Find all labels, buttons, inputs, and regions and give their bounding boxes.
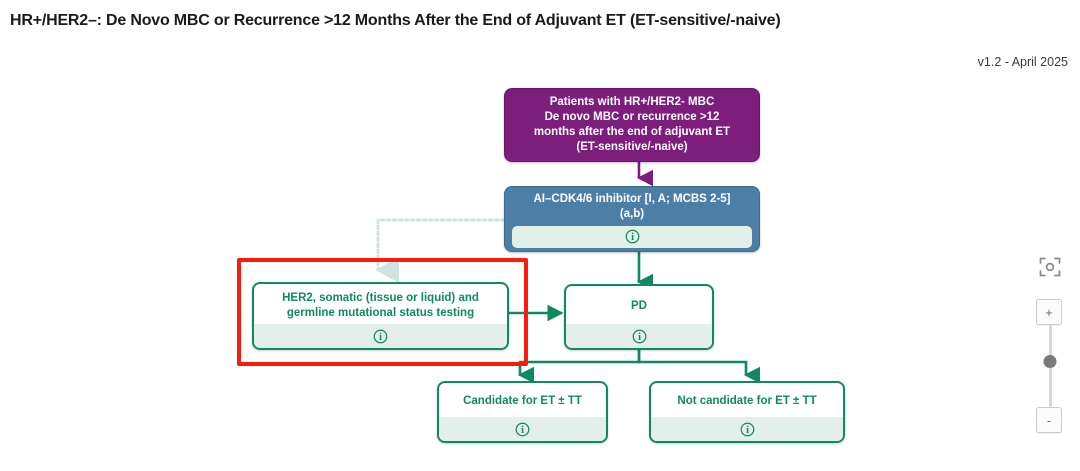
node-patients-label: Patients with HR+/HER2- MBC De novo MBC …	[533, 95, 731, 154]
flowchart-canvas[interactable]: Patients with HR+/HER2- MBC De novo MBC …	[0, 72, 1080, 471]
connector-layer	[375, 162, 761, 384]
svg-text:i: i	[638, 331, 641, 342]
node-patients[interactable]: Patients with HR+/HER2- MBC De novo MBC …	[504, 88, 760, 162]
svg-text:i: i	[631, 232, 634, 243]
info-circle-icon: i	[515, 422, 530, 436]
node-ai-cdk46-inhibitor-label: AI–CDK4/6 inhibitor [I, A; MCBS 2-5] (a,…	[533, 193, 731, 220]
svg-text:i: i	[521, 424, 524, 435]
svg-text:i: i	[746, 424, 749, 435]
info-button-not-candidate[interactable]: i	[651, 417, 843, 441]
node-her2-mutational-testing-label: HER2, somatic (tissue or liquid) and ger…	[282, 291, 479, 319]
zoom-slider-track[interactable]	[1043, 325, 1057, 407]
node-pd-label: PD	[631, 300, 647, 313]
zoom-in-button[interactable]: +	[1036, 299, 1062, 325]
zoom-out-button[interactable]: -	[1036, 407, 1062, 433]
node-pd[interactable]: PD i	[564, 284, 714, 350]
node-ai-cdk46-inhibitor[interactable]: AI–CDK4/6 inhibitor [I, A; MCBS 2-5] (a,…	[504, 186, 760, 252]
zoom-slider[interactable]: + -	[1036, 299, 1064, 433]
svg-text:i: i	[379, 331, 382, 342]
node-not-candidate-for-et-tt-label: Not candidate for ET ± TT	[677, 395, 817, 408]
info-button-pd[interactable]: i	[566, 324, 712, 348]
zoom-slider-handle[interactable]	[1043, 355, 1057, 368]
selection-highlight-testing	[237, 258, 528, 366]
info-button-candidate[interactable]: i	[439, 417, 606, 441]
info-button-testing[interactable]: i	[254, 324, 507, 348]
fit-to-screen-button[interactable]	[1038, 255, 1062, 279]
node-candidate-for-et-tt-label: Candidate for ET ± TT	[463, 395, 582, 408]
node-her2-mutational-testing[interactable]: HER2, somatic (tissue or liquid) and ger…	[252, 282, 509, 350]
info-button-treatment[interactable]: i	[512, 225, 752, 248]
info-circle-icon: i	[740, 422, 754, 436]
zoom-controls[interactable]: + -	[1034, 255, 1066, 433]
node-candidate-for-et-tt[interactable]: Candidate for ET ± TT i	[437, 381, 608, 443]
version-label: v1.2 - April 2025	[977, 55, 1068, 69]
info-circle-icon: i	[373, 329, 388, 343]
info-circle-icon: i	[632, 329, 646, 343]
info-circle-icon: i	[625, 229, 639, 244]
page-title: HR+/HER2–: De Novo MBC or Recurrence >12…	[10, 12, 781, 29]
fit-to-screen-icon	[1039, 257, 1061, 277]
node-not-candidate-for-et-tt[interactable]: Not candidate for ET ± TT i	[649, 381, 845, 443]
